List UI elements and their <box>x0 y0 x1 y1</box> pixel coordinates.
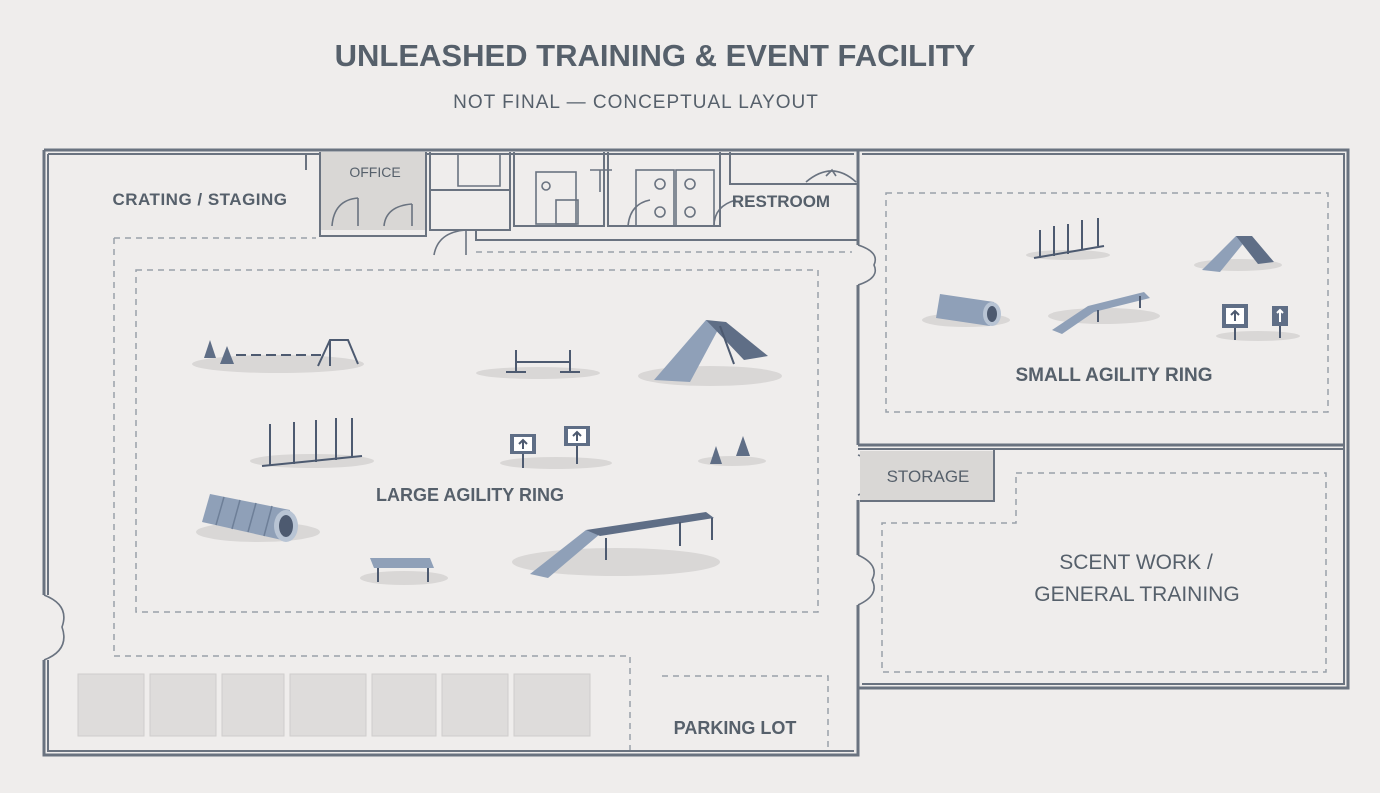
bar-jump-icon <box>476 350 600 379</box>
scent-work-label-line2: GENERAL TRAINING <box>1034 583 1239 606</box>
crating-zone-outline <box>113 237 852 750</box>
a-frame-icon <box>1194 236 1282 272</box>
crating-staging-label: CRATING / STAGING <box>112 190 287 209</box>
cones-and-bar-jump-icon <box>192 339 364 373</box>
doors <box>43 244 877 661</box>
scent-work-outline <box>881 472 1327 673</box>
page-subtitle: NOT FINAL — CONCEPTUAL LAYOUT <box>453 92 819 113</box>
dog-walk-icon <box>1048 292 1160 334</box>
parking-lot-label: PARKING LOT <box>674 718 797 738</box>
storage-label: STORAGE <box>887 467 970 486</box>
page-title: UNLEASHED TRAINING & EVENT FACILITY <box>335 38 976 73</box>
pause-table-icon <box>360 558 448 585</box>
building-walls <box>42 148 1350 757</box>
small-ring-outline <box>885 192 1329 413</box>
weave-poles-icon <box>1026 218 1110 260</box>
cones-icon <box>698 436 766 466</box>
office-label: OFFICE <box>349 164 400 180</box>
scent-work-label-line1: SCENT WORK / <box>1059 551 1213 574</box>
restroom-label: RESTROOM <box>732 192 830 211</box>
storage-room <box>860 449 995 502</box>
office-room <box>319 152 427 237</box>
direction-signs-icon <box>1216 304 1300 341</box>
a-frame-icon <box>638 320 782 386</box>
parking-zone-outline <box>662 675 829 750</box>
weave-poles-icon <box>250 418 374 468</box>
large-ring-outline <box>135 269 819 613</box>
service-rooms <box>305 152 858 256</box>
tunnel-icon <box>922 294 1010 327</box>
dog-walk-icon <box>512 512 720 578</box>
large-agility-ring-label: LARGE AGILITY RING <box>376 485 564 505</box>
tunnel-icon <box>196 494 320 542</box>
small-agility-ring-label: SMALL AGILITY RING <box>1015 365 1212 386</box>
direction-signs-icon <box>500 426 612 469</box>
parking-stalls <box>77 673 591 737</box>
